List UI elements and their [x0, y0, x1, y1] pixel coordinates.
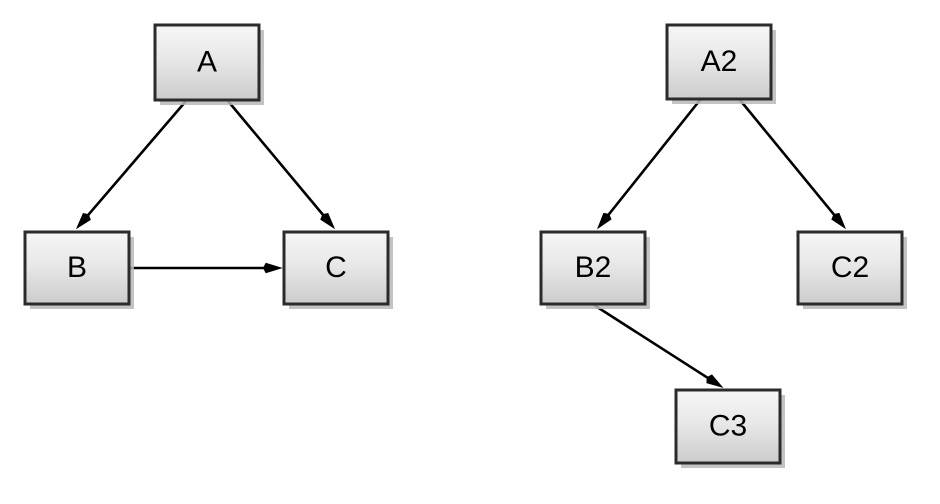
node-B[interactable]: B	[23, 230, 134, 309]
node-box-C2[interactable]	[796, 230, 904, 306]
node-A2[interactable]: A2	[665, 23, 776, 104]
node-box-B[interactable]	[23, 230, 131, 306]
node-box-A[interactable]	[153, 23, 261, 102]
arrowhead-B2-C3	[706, 374, 724, 388]
arrowhead-A-B	[75, 213, 91, 230]
node-box-A2[interactable]	[665, 23, 773, 101]
node-C2[interactable]: C2	[796, 230, 907, 309]
edge-group-right-graph	[593, 99, 847, 388]
edge-A-B[interactable]	[81, 100, 187, 223]
arrowhead-A2-B2	[596, 212, 612, 230]
node-A[interactable]: A	[153, 23, 264, 105]
node-box-C3[interactable]	[674, 388, 782, 465]
node-box-B2[interactable]	[539, 230, 647, 306]
node-C3[interactable]: C3	[674, 388, 785, 468]
edge-A2-C2[interactable]	[738, 99, 841, 223]
edge-group-left-graph	[75, 100, 336, 274]
node-box-C[interactable]	[282, 230, 390, 306]
node-B2[interactable]: B2	[539, 230, 650, 309]
edges-layer	[75, 99, 847, 388]
arrowhead-A-C	[320, 212, 336, 230]
edge-A2-B2[interactable]	[601, 99, 702, 223]
arrowhead-A2-C2	[831, 212, 847, 230]
edge-A-C[interactable]	[227, 100, 330, 223]
arrowhead-B-C	[262, 262, 283, 274]
edge-B2-C3[interactable]	[593, 303, 716, 384]
node-C[interactable]: C	[282, 230, 393, 309]
